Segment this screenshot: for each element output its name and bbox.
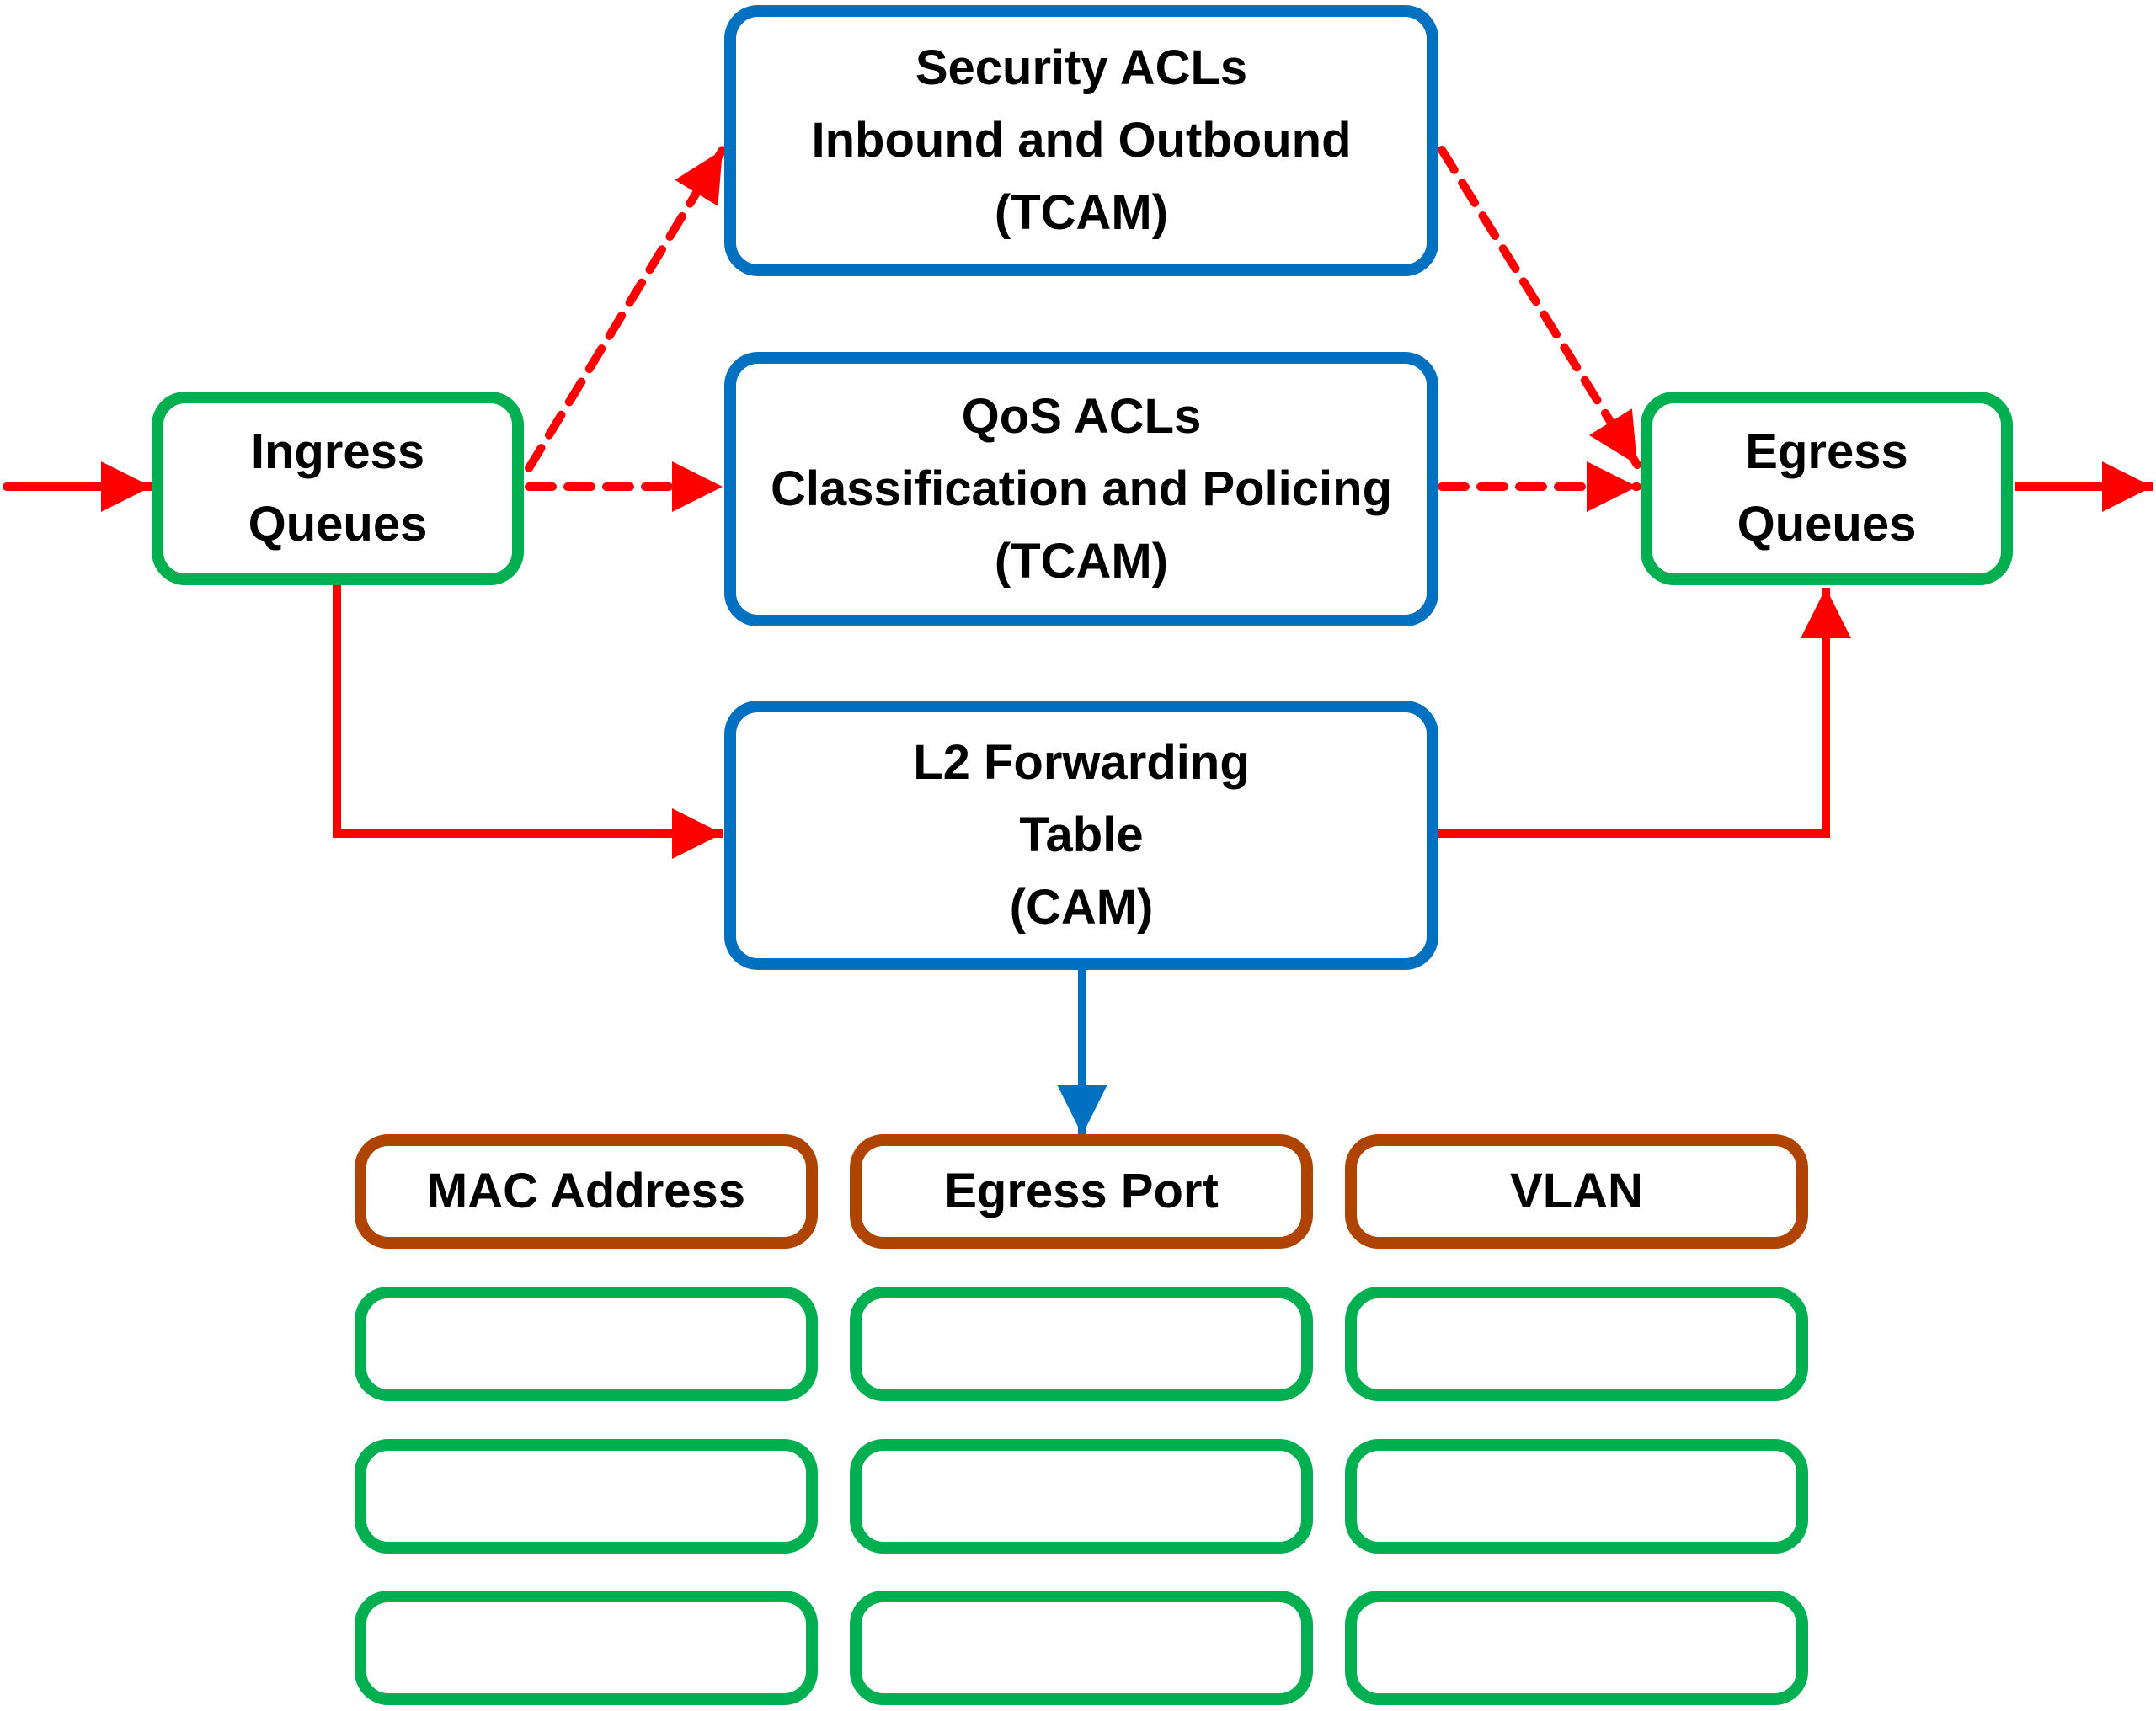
table-cell-r2-mac <box>355 1439 818 1554</box>
column-header-vlan: VLAN <box>1345 1134 1808 1249</box>
column-header-label: Egress Port <box>944 1164 1219 1218</box>
l2-forwarding-table-box: L2 Forwarding Table (CAM) <box>724 701 1438 970</box>
l2-label-line3: (CAM) <box>1009 880 1154 935</box>
ingress-queues-box: Ingress Queues <box>152 392 524 585</box>
security-to-egress-arrow <box>1438 146 1641 469</box>
egress-label-line2: Queues <box>1737 497 1917 552</box>
ingress-to-l2-arrow <box>333 584 723 859</box>
column-header-label: VLAN <box>1510 1164 1643 1218</box>
column-header-mac-address: MAC Address <box>355 1134 818 1249</box>
security-label-line3: (TCAM) <box>994 185 1169 240</box>
table-cell-r1-vlan <box>1345 1287 1808 1401</box>
column-header-label: MAC Address <box>426 1164 746 1218</box>
column-header-egress-port: Egress Port <box>850 1134 1313 1249</box>
ingress-label-line2: Queues <box>248 497 428 552</box>
egress-queues-box: Egress Queues <box>1641 392 2013 585</box>
table-cell-r1-port <box>850 1287 1313 1401</box>
table-cell-r3-vlan <box>1345 1591 1808 1705</box>
l2-label-line1: L2 Forwarding <box>913 735 1250 790</box>
qos-label-line2: Classification and Policing <box>770 461 1393 516</box>
ingress-to-security-arrow <box>525 146 727 472</box>
table-cell-r3-port <box>850 1591 1313 1705</box>
qos-acls-box: QoS ACLs Classification and Policing (TC… <box>724 352 1438 626</box>
qos-label-line3: (TCAM) <box>994 534 1169 589</box>
table-cell-r3-mac <box>355 1591 818 1705</box>
l2-to-egress-arrow <box>1437 588 1851 838</box>
qos-label-line1: QoS ACLs <box>961 389 1202 444</box>
ingress-label-line1: Ingress <box>250 424 425 479</box>
security-label-line1: Security ACLs <box>915 40 1248 95</box>
l2-label-line2: Table <box>1019 808 1144 862</box>
table-cell-r2-vlan <box>1345 1439 1808 1554</box>
security-acls-box: Security ACLs Inbound and Outbound (TCAM… <box>724 5 1438 276</box>
table-cell-r2-port <box>850 1439 1313 1554</box>
egress-label-line1: Egress <box>1745 424 1908 479</box>
security-label-line2: Inbound and Outbound <box>811 113 1352 168</box>
table-cell-r1-mac <box>355 1287 818 1401</box>
